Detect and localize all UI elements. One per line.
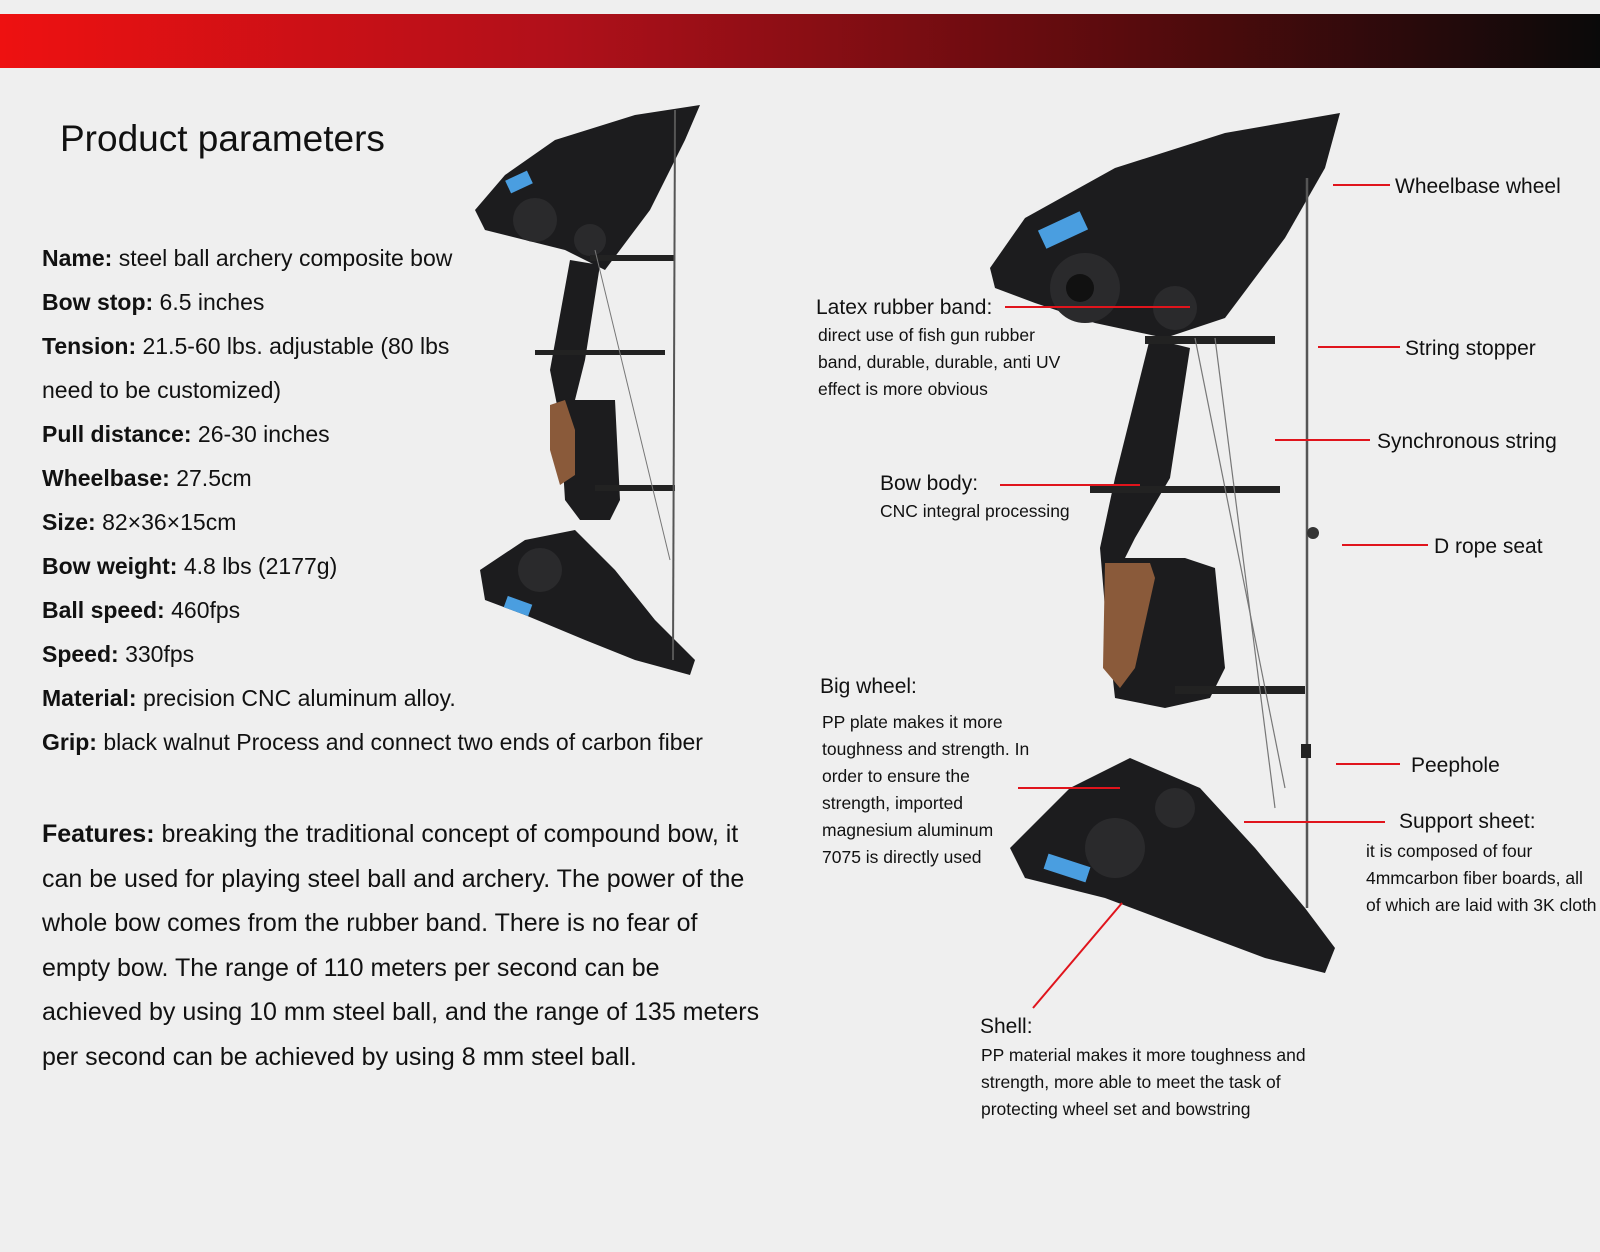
callout-shell-title: Shell: [980, 1015, 1033, 1038]
callout-big-wheel-title: Big wheel: [820, 675, 917, 698]
callout-latex-rubber-band-desc: direct use of fish gun rubber band, dura… [818, 325, 1061, 399]
leader-shell [1032, 902, 1123, 1009]
param-bow-weight: Bow weight: 4.8 lbs (2177g) [42, 553, 338, 579]
features-paragraph: Features: breaking the traditional conce… [42, 820, 760, 1071]
page-title: Product parameters [60, 118, 385, 159]
bow-image-small [475, 105, 700, 675]
callout-d-rope-seat: D rope seat [1434, 535, 1543, 558]
param-tension-continued: need to be customized) [42, 377, 282, 403]
callout-bow-body-desc: CNC integral processing [880, 501, 1070, 521]
param-tension: Tension: 21.5-60 lbs. adjustable (80 lbs [42, 333, 450, 359]
bow-image-large [990, 113, 1340, 973]
callout-synchronous-string: Synchronous string [1377, 430, 1557, 453]
callout-string-stopper: String stopper [1405, 337, 1536, 360]
param-material: Material: precision CNC aluminum alloy. [42, 685, 456, 711]
param-size: Size: 82×36×15cm [42, 509, 237, 535]
param-ball-speed: Ball speed: 460fps [42, 597, 241, 623]
bow-shape-small [475, 105, 700, 675]
parameter-list: Name: steel ball archery composite bow B… [42, 236, 762, 764]
param-grip: Grip: black walnut Process and connect t… [42, 729, 703, 755]
callout-shell-desc: PP material makes it more toughness and … [981, 1045, 1306, 1119]
callout-latex-rubber-band-title: Latex rubber band: [816, 296, 993, 319]
param-wheelbase: Wheelbase: 27.5cm [42, 465, 252, 491]
param-name: Name: steel ball archery composite bow [42, 245, 453, 271]
callout-wheelbase-wheel: Wheelbase wheel [1395, 175, 1561, 198]
callout-support-sheet-desc: it is composed of four 4mmcarbon fiber b… [1366, 841, 1597, 915]
header-gradient-bar [0, 14, 1600, 68]
callout-big-wheel-desc: PP plate makes it more toughness and str… [822, 712, 1030, 867]
bow-shape-large [990, 113, 1340, 973]
callout-peephole: Peephole [1411, 754, 1500, 777]
callout-bow-body-title: Bow body: [880, 472, 979, 495]
param-pull-distance: Pull distance: 26-30 inches [42, 421, 330, 447]
param-speed: Speed: 330fps [42, 641, 195, 667]
callout-support-sheet-title: Support sheet: [1399, 810, 1536, 833]
param-bow-stop: Bow stop: 6.5 inches [42, 289, 265, 315]
